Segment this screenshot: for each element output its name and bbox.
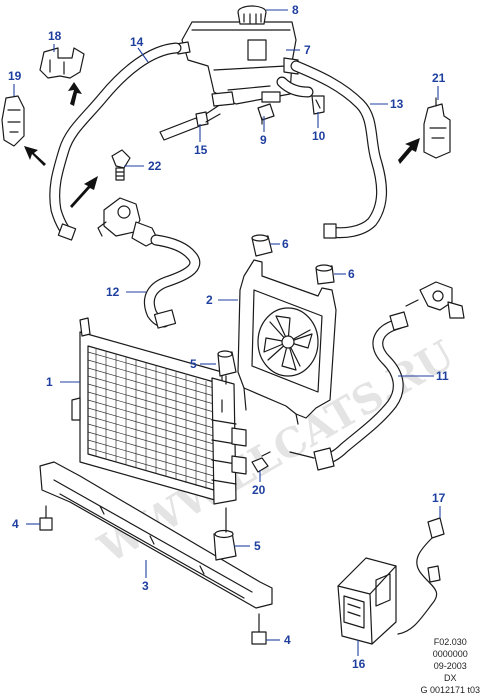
arrow-21 [398,138,420,164]
hose-tank-right [276,76,314,98]
stamp-line-2: 0000000 [432,649,468,659]
callout-17: 17 [432,491,446,505]
callout-21: 21 [432,71,446,85]
mount-5-lower [213,507,237,561]
hose-12 [143,234,201,329]
drawing-stamp: F02.030 0000000 09-2003 DX G 0012171 t03 [420,636,480,696]
callout-10: 10 [312,129,326,143]
stamp-line-4: DX [443,673,457,683]
hose-13 [290,60,388,239]
mount-6-upper [251,234,273,257]
callout-9: 9 [260,133,267,147]
callout-16: 16 [352,657,366,671]
crossmember-3 [39,461,273,609]
tank-cap [237,5,267,25]
module-16 [337,557,397,645]
arrow-18 [68,82,82,106]
hose-11 [289,311,409,471]
callout-20: 20 [252,483,266,497]
sensor-15 [159,105,221,141]
bolt-4-right [251,613,267,645]
bracket-18 [39,47,85,79]
callout-18: 18 [48,29,62,43]
stamp-line-3: 09-2003 [433,661,467,671]
thermostat-housing [97,197,159,247]
bracket-19 [1,95,25,147]
mount-5-upper [217,350,237,385]
fitting-22 [111,149,131,181]
callout-19: 19 [8,69,22,83]
stamp-line-5: G 0012171 t03 [420,685,480,695]
callout-1: 1 [46,375,53,389]
callout-4-left: 4 [12,517,19,531]
callout-11: 11 [436,369,449,383]
callout-2: 2 [206,293,213,307]
callout-6-lower: 6 [348,267,355,281]
callout-4-right: 4 [284,633,291,647]
arrow-22 [70,176,98,208]
tank-outlets [211,91,281,107]
radiator [71,317,247,505]
mount-6-lower [315,264,335,285]
stamp-line-1: F02.030 [433,637,467,647]
callout-6-upper: 6 [282,237,289,251]
drain-plug-20 [251,451,271,473]
sensor-17 [397,517,445,635]
callouts: 1 2 3 4 4 5 5 6 6 7 8 9 10 11 12 13 14 1… [8,3,449,671]
hose-14 [49,42,182,241]
callout-12: 12 [106,285,120,299]
callout-22: 22 [148,159,162,173]
callout-5-upper: 5 [190,357,197,371]
callout-15: 15 [194,143,208,157]
callout-3: 3 [142,579,149,593]
clip-10 [311,95,325,115]
fan-shroud [237,259,337,425]
radiator-fins [87,348,215,489]
arrow-19 [24,146,46,166]
callout-13: 13 [390,97,404,111]
bolt-4-left [39,505,53,531]
callout-14: 14 [130,35,144,49]
callout-7: 7 [304,43,311,57]
callout-8: 8 [292,3,299,17]
callout-5-lower: 5 [254,539,261,553]
outlet-fitting [405,281,465,319]
leader-lines [13,9,441,656]
clip-9 [257,103,275,125]
bracket-21 [423,97,451,159]
